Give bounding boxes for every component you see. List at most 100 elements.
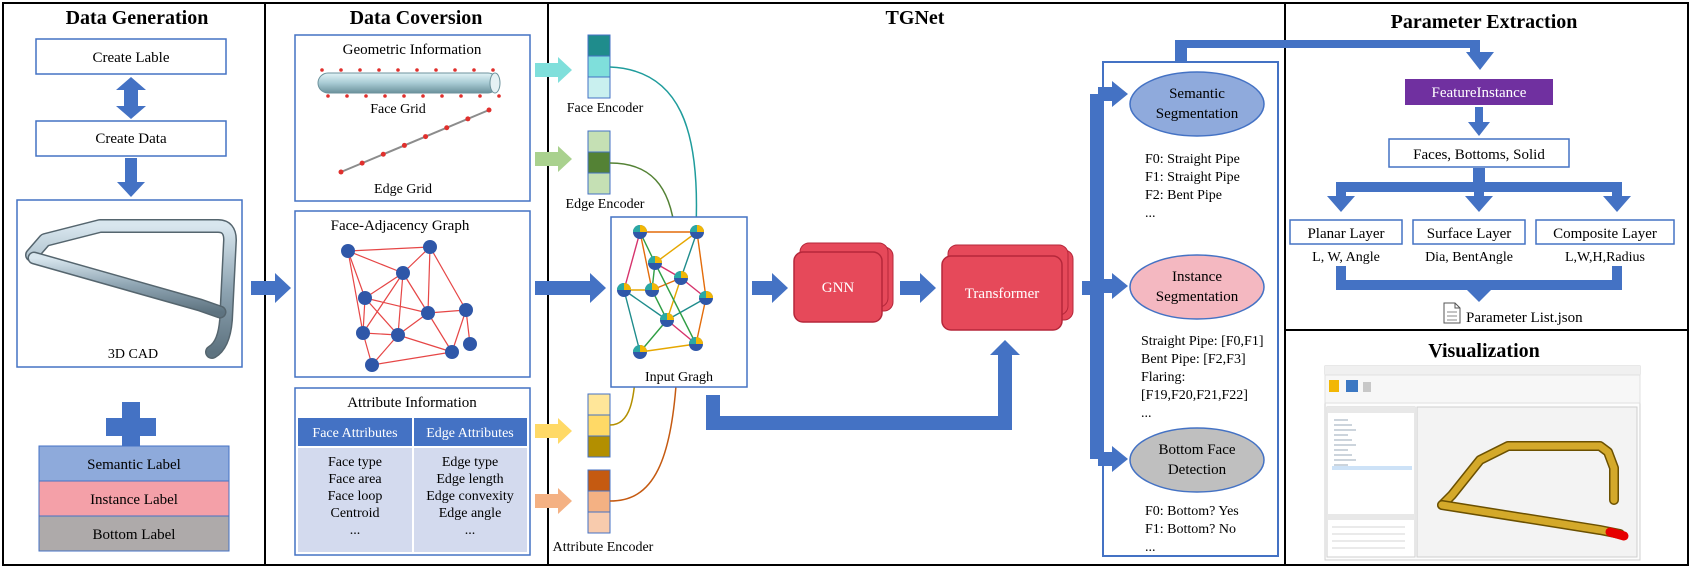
arrow-attr-edge-encoder (535, 488, 572, 514)
instance-output-lines: Straight Pipe: [F0,F1]Bent Pipe: [F2,F3]… (1141, 334, 1264, 421)
graph-node (690, 225, 704, 239)
grid-point (440, 94, 444, 98)
semantic-segmentation-node (1129, 71, 1265, 137)
graph-edge (347, 250, 366, 299)
grid-point (338, 169, 344, 175)
list-item: ... (465, 523, 476, 538)
graph-edge (623, 289, 641, 353)
graph-node (645, 283, 659, 297)
bottom-title-1: Bottom Face (1158, 442, 1235, 458)
graph-edge (639, 231, 653, 291)
graph-node (423, 240, 437, 254)
edge-grid-line (338, 107, 492, 175)
list-item: Face area (328, 472, 382, 487)
pipe-cad-model (25, 219, 237, 359)
grid-point (459, 94, 463, 98)
parameter-list-file: Parameter List.json (1466, 310, 1583, 326)
composite-layer-box (1535, 219, 1675, 245)
graph-edge (402, 272, 429, 314)
input-graph-label: Input Gragh (645, 370, 713, 385)
list-item: Face loop (328, 489, 383, 504)
edge-grid-label: Edge Grid (374, 182, 432, 197)
transformer-label: Transformer (965, 286, 1039, 302)
list-item: F1: Straight Pipe (1145, 170, 1240, 185)
arrow-fi-to-faces (1468, 107, 1490, 136)
graph-edge (696, 231, 707, 299)
grid-point (486, 107, 492, 113)
visualization-title: Visualization (1428, 340, 1540, 362)
face-attr-header (298, 418, 412, 446)
graph-node (421, 306, 435, 320)
arrow-to-parameter-extraction (1175, 40, 1494, 70)
grid-point (491, 68, 495, 72)
graph-node (358, 291, 372, 305)
down-arrow-icon (117, 158, 145, 197)
input-graph-box (610, 216, 748, 388)
graph-node (689, 337, 703, 351)
edge-attr-header-text: Edge Attributes (426, 426, 514, 441)
planar-layer-text: Planar Layer (1307, 226, 1384, 242)
graph-edge (364, 297, 399, 336)
list-item: F2: Bent Pipe (1145, 188, 1222, 203)
plus-icon (106, 402, 156, 452)
list-item: F0: Straight Pipe (1145, 152, 1240, 167)
grid-point (478, 94, 482, 98)
arrow-geo-to-edge-encoder (535, 146, 572, 172)
list-item: F1: Bottom? No (1145, 522, 1236, 537)
face-adjacency-graph (341, 240, 477, 372)
gnn-label: GNN (822, 280, 855, 296)
arrow-attr-face-encoder (535, 418, 572, 444)
list-item: ... (1141, 406, 1152, 421)
geometric-info-box (294, 34, 531, 202)
cad-caption: 3D CAD (108, 347, 158, 362)
composite-layer-text: Composite Layer (1553, 226, 1657, 242)
label-stack: Semantic Label Instance Label Bottom Lab… (38, 445, 230, 552)
feature-instance-text: FeatureInstance (1432, 85, 1527, 101)
attribute-encoder-label: Attribute Encoder (553, 540, 654, 555)
grid-point (472, 68, 476, 72)
graph-edge (364, 297, 429, 314)
graph-node (699, 291, 713, 305)
data-conversion-title: Data Coversion (350, 7, 483, 29)
surface-params: Dia, BentAngle (1425, 250, 1513, 265)
grid-point (421, 94, 425, 98)
grid-point (453, 68, 457, 72)
double-arrow-icon (116, 77, 146, 119)
graph-edge (364, 272, 404, 299)
graph-edge (680, 231, 698, 279)
instance-label-text: Instance Label (90, 492, 178, 508)
document-icon (1443, 302, 1461, 324)
graph-edge (427, 312, 453, 353)
graph-node (445, 345, 459, 359)
graph-edge (429, 246, 467, 311)
semantic-label-text: Semantic Label (87, 457, 181, 473)
semantic-label-box (38, 445, 230, 482)
list-item: Bent Pipe: [F2,F3] (1141, 352, 1246, 367)
list-item: ... (1145, 206, 1156, 221)
composite-params: L,W,H,Radius (1565, 250, 1645, 265)
grid-point (377, 68, 381, 72)
grid-point (359, 160, 365, 166)
merge-arrows (1336, 266, 1622, 302)
graph-edge (397, 334, 453, 353)
faces-box (1388, 138, 1570, 168)
graph-node (648, 256, 662, 270)
layer-branch-arrows (1327, 168, 1631, 212)
grid-point (364, 94, 368, 98)
visualization-app-thumbnail (1324, 365, 1641, 561)
grid-point (383, 94, 387, 98)
face-grid-tube (317, 68, 501, 98)
fag-box (294, 210, 531, 378)
graph-node (365, 358, 379, 372)
grid-point (358, 68, 362, 72)
edge-attr-list-bg (414, 448, 527, 552)
attr-edge-encoder-block (587, 469, 611, 534)
arrow-graph-to-gnn (752, 273, 788, 303)
grid-point (380, 151, 386, 157)
graph-edge (639, 343, 697, 353)
graph-edge (347, 250, 364, 334)
